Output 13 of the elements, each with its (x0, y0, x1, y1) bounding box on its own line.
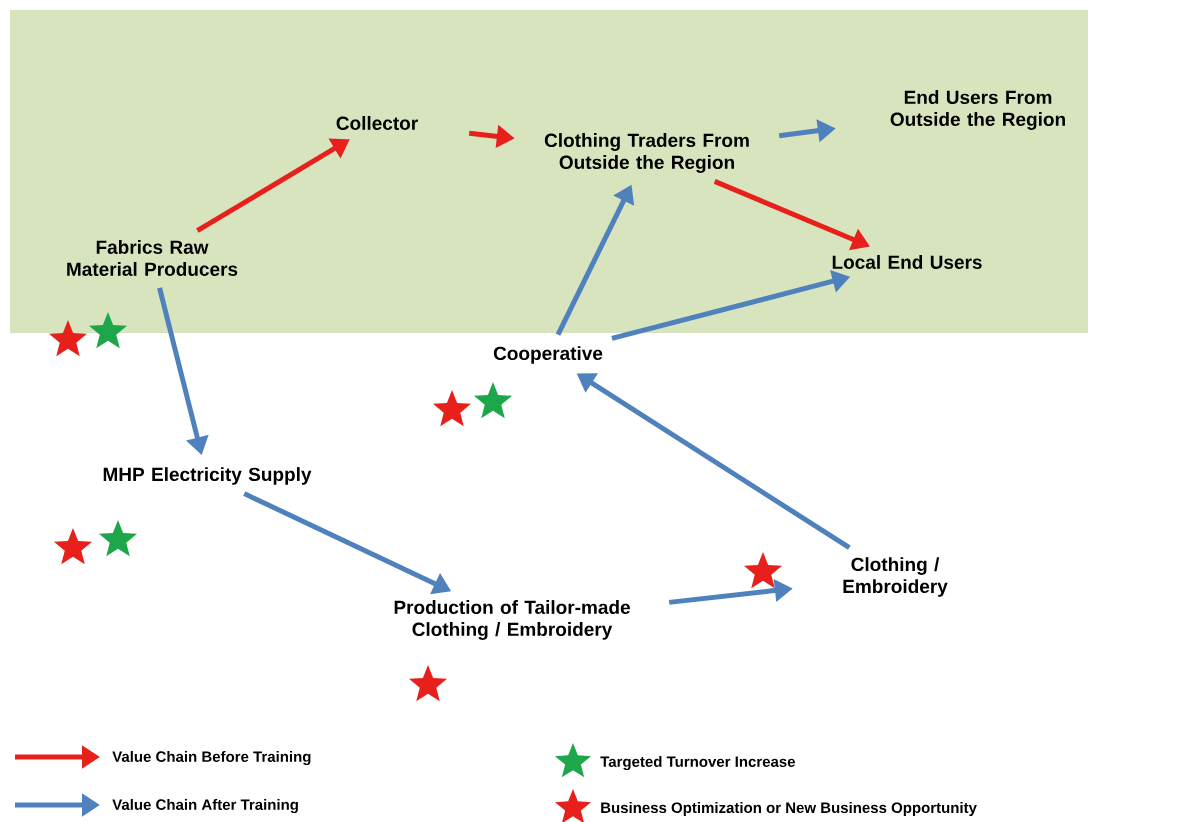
node-label: Local End Users (832, 255, 982, 269)
legend-label: Value Chain Before Training (112, 751, 311, 766)
node-label: Production of Tailor-made Clothing / Embroidery (394, 600, 630, 640)
legend-label: Business Optimization or New Business Opportunity (601, 802, 977, 816)
legend-label: Value Chain After Training (112, 799, 298, 814)
node-label: Clothing / Embroidery (843, 557, 948, 597)
node-label: Clothing Traders From Outside the Region (544, 133, 749, 173)
node-label: Collector (336, 116, 418, 130)
node-label: Cooperative (493, 346, 603, 364)
node-label: MHP Electricity Supply (103, 467, 312, 485)
legend-label: Targeted Turnover Increase (600, 756, 795, 771)
node-label: Fabrics Raw Material Producers (67, 240, 238, 276)
node-label: End Users From Outside the Region (890, 90, 1065, 130)
